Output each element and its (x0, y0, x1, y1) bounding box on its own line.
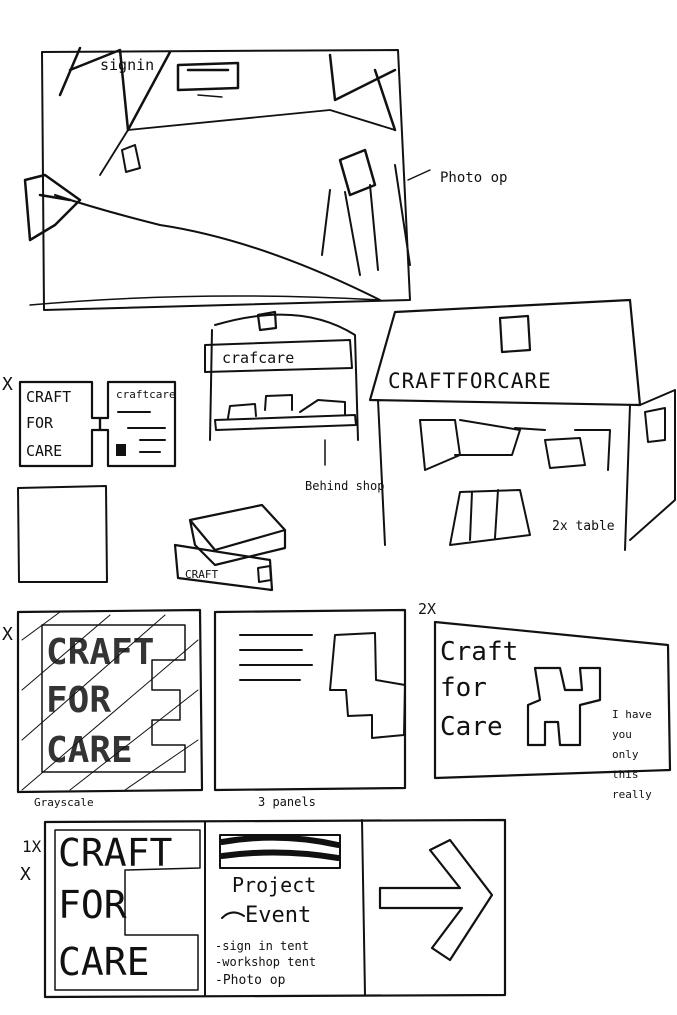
panel-sketches: X 2X CRAFT FOR CARE Grayscale 3 panels C… (2, 600, 672, 809)
panels-note-text: 3 panels (258, 795, 316, 809)
side-note-2: you (612, 728, 632, 741)
side-note-3: only (612, 748, 639, 761)
care-word-text: Care (440, 712, 503, 742)
arrow-right-icon (378, 838, 494, 962)
sign-for-text: FOR (26, 414, 54, 432)
photo-op-label: Photo op (440, 170, 507, 186)
project-text: Project (232, 873, 316, 897)
agenda-item-2: -workshop tent (215, 955, 316, 969)
sign-craft-text: CRAFT (26, 388, 71, 406)
agenda-item-1: -sign in tent (215, 939, 309, 953)
shelf-sign-text: crafcare (222, 349, 294, 367)
side-note-1: I have (612, 708, 652, 721)
card-title-text: craftcare (116, 388, 176, 401)
sign-in-label: signin (100, 56, 154, 74)
tables-note-text: 2x table (552, 519, 615, 534)
booth-sketches: X CRAFT FOR CARE craftcare crafcare Behi… (2, 298, 676, 592)
poster-care-text: CARE (46, 730, 133, 771)
brochure-sketch: 1X X CRAFT FOR CARE Project Event -sign … (20, 818, 507, 999)
brochure-care-text: CARE (58, 940, 150, 984)
blank-panel (17, 485, 108, 583)
event-text: Event (245, 903, 311, 928)
behind-shop-text: Behind shop (305, 479, 384, 493)
poster-for-text: FOR (46, 680, 111, 721)
side-note-5: really (612, 788, 652, 801)
box-label-text: CRAFT (185, 568, 218, 581)
reject-x-mark-3: X (20, 864, 31, 885)
reject-x-mark-2: X (2, 624, 13, 645)
two-x-mark: 2X (418, 600, 436, 618)
reject-x-mark-1: X (2, 374, 13, 395)
brochure-for-text: FOR (58, 883, 127, 927)
for-word-text: for (440, 673, 487, 703)
poster-craft-text: CRAFT (46, 632, 154, 673)
one-x-mark: 1X (22, 837, 42, 856)
tent-scene-sketch: signin Photo op (23, 46, 507, 311)
sign-care-text: CARE (26, 442, 62, 460)
grayscale-note-text: Grayscale (34, 796, 94, 809)
craft-word-text: Craft (440, 637, 518, 667)
photo-op-text: Photo op (440, 170, 507, 186)
tables-note: 2x table (552, 519, 615, 534)
tent-banner-text: CRAFTFORCARE (388, 369, 552, 393)
agenda-item-3: -Photo op (215, 973, 286, 988)
side-note-4: this (612, 768, 639, 781)
qr-code-icon (116, 444, 126, 456)
brochure-craft-text: CRAFT (58, 831, 172, 875)
